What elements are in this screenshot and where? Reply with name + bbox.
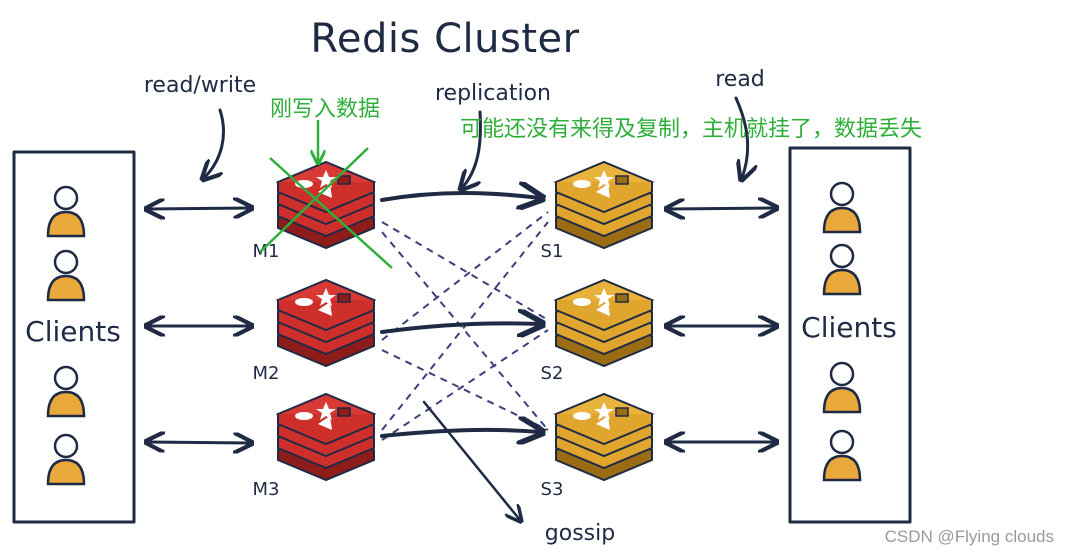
star-icon <box>594 170 614 188</box>
client-master-arrow-1 <box>148 208 250 209</box>
replication-pointer-arrow <box>462 110 482 188</box>
master-label: M3 <box>253 479 280 500</box>
square-icon <box>337 175 351 185</box>
person-icon <box>822 243 862 296</box>
person-icon <box>822 429 862 482</box>
square-icon <box>615 175 629 185</box>
oval-icon <box>295 298 313 306</box>
replication-arrow-1 <box>380 193 540 200</box>
master-label: M2 <box>253 363 280 384</box>
triangle-icon <box>596 184 610 198</box>
square-icon <box>615 293 629 303</box>
master-node-m2 <box>275 278 377 368</box>
clients-label-left: Clients <box>25 315 121 348</box>
read-label: read <box>715 67 765 92</box>
gossip-line <box>381 231 549 431</box>
square-icon <box>615 407 629 417</box>
master-label: M1 <box>253 241 280 262</box>
gossip-line <box>381 221 549 321</box>
gossip-line <box>381 211 549 341</box>
star-icon <box>316 170 336 188</box>
read-pointer-arrow <box>734 96 748 178</box>
master-node-m1 <box>275 160 377 250</box>
triangle-icon <box>596 416 610 430</box>
annotation-data-loss: 可能还没有来得及复制，主机就挂了，数据丢失 <box>460 117 922 142</box>
person-icon <box>46 249 86 302</box>
master-node-m3 <box>275 392 377 482</box>
person-icon <box>46 433 86 486</box>
slave-client-arrow-1 <box>668 208 775 209</box>
replication-arrow-2 <box>380 323 540 332</box>
person-icon <box>822 181 862 234</box>
slave-label: S3 <box>541 479 564 500</box>
client-master-arrow-3 <box>148 442 250 443</box>
slave-label: S1 <box>541 241 564 262</box>
square-icon <box>337 407 351 417</box>
slave-node-s3 <box>553 392 655 482</box>
annotation-just-written: 刚写入数据 <box>270 97 380 122</box>
slave-node-s2 <box>553 278 655 368</box>
gossip-pointer-arrow <box>422 400 520 520</box>
star-icon <box>316 288 336 306</box>
star-icon <box>316 402 336 420</box>
clients-label-right: Clients <box>801 311 897 344</box>
gossip-label: gossip <box>545 521 615 546</box>
star-icon <box>594 402 614 420</box>
triangle-icon <box>318 302 332 316</box>
oval-icon <box>573 412 591 420</box>
replication-arrow-3 <box>380 430 540 436</box>
clients-box-right <box>788 146 912 524</box>
clients-box-left <box>12 150 136 524</box>
triangle-icon <box>596 302 610 316</box>
read-write-pointer-arrow <box>204 108 225 178</box>
star-icon <box>594 288 614 306</box>
triangle-icon <box>318 416 332 430</box>
watermark: CSDN @Flying clouds <box>885 527 1054 546</box>
diagram-title: Redis Cluster <box>310 16 579 62</box>
cross-out-mark <box>259 147 393 269</box>
person-icon <box>46 185 86 238</box>
slave-label: S2 <box>541 363 564 384</box>
replication-label: replication <box>435 81 551 106</box>
gossip-line <box>381 329 549 441</box>
square-icon <box>337 293 351 303</box>
person-icon <box>822 361 862 414</box>
read-write-label: read/write <box>144 73 256 98</box>
oval-icon <box>573 180 591 188</box>
slave-node-s1 <box>553 160 655 250</box>
oval-icon <box>573 298 591 306</box>
person-icon <box>46 365 86 418</box>
gossip-line <box>381 349 549 431</box>
oval-icon <box>295 412 313 420</box>
